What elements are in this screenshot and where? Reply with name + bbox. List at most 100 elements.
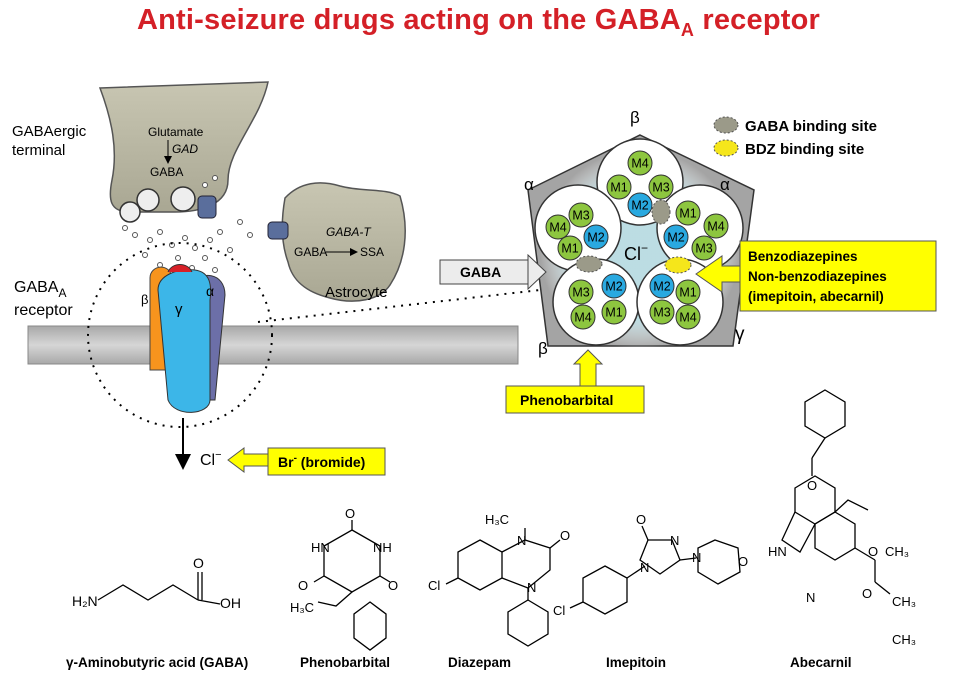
helix-label-m4: M4	[707, 220, 724, 234]
gat-transporter	[197, 195, 217, 219]
helix-m1	[606, 174, 632, 200]
molecule-diazepam	[445, 528, 561, 647]
legend-bdz-label: BDZ binding site	[745, 141, 864, 158]
molecule-imepitoin	[569, 525, 741, 615]
gaba-binding-site	[651, 199, 671, 225]
vesicle	[136, 188, 160, 212]
diazepam-cl: Cl	[428, 578, 440, 593]
gaba-o: O	[193, 555, 204, 571]
abecarnil-hn: HN	[768, 544, 787, 559]
phenobarbital-o-right: O	[388, 578, 398, 593]
phenobarbital-box-label: Phenobarbital	[520, 392, 613, 408]
bromide-arrow	[227, 447, 269, 473]
terminal-label-1: GABAergic	[12, 123, 87, 140]
bdz-binding-site	[664, 256, 692, 274]
pentamer-alpha-right: α	[720, 175, 730, 194]
imepitoin-n-top: N	[670, 533, 679, 548]
helix-m3	[649, 299, 675, 325]
zoom-line	[257, 289, 541, 323]
subunit-top	[167, 264, 193, 273]
imepitoin-n-left: N	[640, 560, 649, 575]
helix-m1	[557, 235, 583, 261]
helix-label-m4: M4	[679, 311, 696, 325]
subunit-gamma-label: γ	[175, 301, 183, 318]
helix-m2	[583, 224, 609, 250]
phenobarbital-arrow	[572, 349, 604, 387]
phenobarbital-o-left: O	[298, 578, 308, 593]
helix-label-m4: M4	[574, 311, 591, 325]
gaba-box-label: GABA	[460, 264, 501, 280]
molecule-phenobarbital	[313, 520, 391, 651]
phenobarbital-h3c: H₃C	[290, 600, 314, 615]
subunit-alpha-label: α	[206, 283, 214, 299]
helix-m1	[675, 200, 701, 226]
helix-label-m1: M1	[561, 242, 578, 256]
abecarnil-name: Abecarnil	[790, 655, 852, 670]
bromide-box	[267, 447, 386, 476]
helix-m2	[663, 224, 689, 250]
chloride-label: Cl−	[200, 449, 222, 469]
imepitoin-o: O	[636, 512, 646, 527]
helix-m4	[570, 304, 596, 330]
helix-m4	[545, 214, 571, 240]
legend-gaba-swatch	[713, 116, 739, 134]
cell-membrane	[27, 325, 519, 365]
helix-label-m2: M2	[605, 280, 622, 294]
glutamate-label: Glutamate	[148, 125, 204, 139]
bromide-label: Br- (bromide)	[278, 453, 365, 470]
imepitoin-name: Imepitoin	[606, 655, 666, 670]
receptor-label-2: receptor	[14, 302, 73, 319]
helix-label-m3: M3	[572, 209, 589, 223]
receptor-zoom-circle	[87, 242, 273, 428]
helix-m3	[691, 235, 717, 261]
helix-m2	[627, 192, 653, 218]
pentamer-center-chloride: Cl−	[624, 241, 648, 264]
phenobarbital-name: Phenobarbital	[300, 655, 390, 670]
diazepam-n-bottom: N	[527, 580, 536, 595]
diazepam-o: O	[560, 528, 570, 543]
helix-label-m3: M3	[653, 306, 670, 320]
helix-label-m3: M3	[652, 181, 669, 195]
abecarnil-n: N	[806, 590, 815, 605]
helix-m4	[703, 213, 729, 239]
helix-m2	[649, 273, 675, 299]
subunit-beta-label: β	[141, 292, 148, 307]
astrocyte-transporter	[267, 221, 289, 240]
helix-label-m3: M3	[695, 242, 712, 256]
diazepam-h3c: H₃C	[485, 512, 509, 527]
gaba-box-arrow	[527, 253, 547, 291]
astrocyte-label: Astrocyte	[325, 284, 388, 301]
ssa-label: SSA	[360, 245, 384, 259]
pentamer-beta-bottom: β	[538, 339, 548, 358]
helix-label-m2: M2	[653, 280, 670, 294]
helix-m1	[601, 299, 627, 325]
gaba-box	[439, 259, 529, 285]
abecarnil-o-methoxy: O	[868, 544, 878, 559]
gabaergic-terminal: Glutamate GAD GABA	[98, 81, 269, 223]
imepitoin-cl: Cl	[553, 603, 565, 618]
vesicle	[119, 201, 141, 223]
subunit-cluster	[552, 258, 640, 346]
gaba-a-receptor	[149, 264, 226, 413]
gaba-oh: OH	[220, 595, 241, 611]
helix-m2	[601, 273, 627, 299]
helix-m3	[568, 279, 594, 305]
phenobarbital-hn: HN	[311, 540, 330, 555]
gaba-label-terminal: GABA	[150, 165, 183, 179]
legend-gaba-label: GABA binding site	[745, 118, 877, 135]
helix-label-m3: M3	[572, 286, 589, 300]
molecule-gaba	[97, 572, 221, 605]
subunit-gamma	[157, 269, 212, 413]
helix-m3	[648, 174, 674, 200]
molecule-abecarnil	[781, 389, 891, 595]
page-title: Anti-seizure drugs acting on the GABAA r…	[136, 4, 821, 40]
diazepam-n-top: N	[517, 533, 526, 548]
helix-label-m2: M2	[631, 199, 648, 213]
diazepam-name: Diazepam	[448, 655, 511, 670]
imepitoin-o-morph: O	[738, 554, 748, 569]
helix-label-m2: M2	[667, 231, 684, 245]
benzo-line-2: Non-benzodiazepines	[748, 269, 887, 284]
helix-label-m1: M1	[679, 207, 696, 221]
vesicle	[170, 186, 196, 212]
benzo-box	[739, 240, 937, 312]
